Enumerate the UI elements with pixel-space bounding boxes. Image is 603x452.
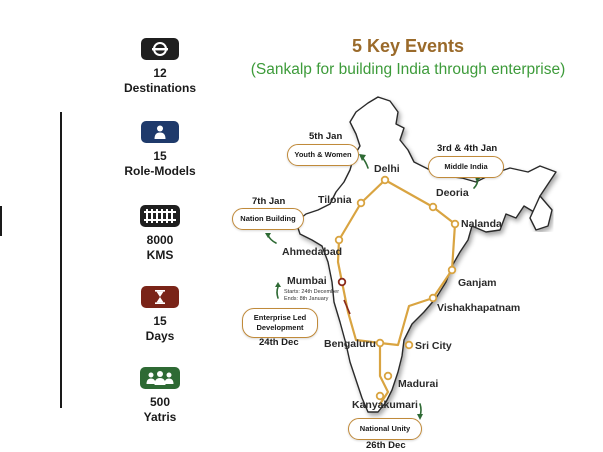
stat-label: Destinations [123, 81, 196, 95]
group-icon [140, 367, 180, 389]
stat-number: 8000 [146, 233, 174, 247]
stat-days: 15 Days [112, 286, 208, 344]
node-deoria [428, 202, 438, 212]
node-nalanda [450, 219, 460, 229]
node-ganjam [447, 265, 457, 275]
node-madurai [383, 371, 393, 381]
stat-destinations: 12 Destinations [112, 38, 208, 96]
stat-yatris: 500 Yatris [112, 367, 208, 425]
city-label-tilonia: Tilonia [318, 194, 352, 206]
arrow-icon [267, 234, 277, 244]
event-youth-women: Youth & Women [287, 144, 359, 166]
stat-label: KMS [146, 248, 174, 262]
hourglass-icon [141, 286, 179, 308]
arrow-icon [276, 286, 279, 299]
stat-number: 12 [153, 66, 167, 80]
city-label-deoria: Deoria [436, 187, 469, 199]
northeast-outline [529, 195, 553, 231]
stat-number: 15 [153, 149, 167, 163]
city-label-delhi: Delhi [374, 163, 400, 175]
event-date-enterprise-led-development: 24th Dec [259, 337, 299, 348]
event-date-national-unity: 26th Dec [366, 440, 406, 451]
stat-number: 15 [153, 314, 167, 328]
arrow-head-icon [417, 414, 423, 420]
node-bengaluru [375, 338, 385, 348]
note-start: Starts: 24th December [284, 289, 340, 295]
stat-label: Yatris [143, 410, 177, 424]
stat-label: Days [145, 329, 175, 343]
event-enterprise-led-development: Enterprise Led Development [242, 308, 318, 338]
train-logo-icon [141, 38, 179, 60]
arrow-head-icon [275, 282, 281, 287]
event-middle-india: Middle India [428, 156, 504, 178]
city-label-ahmedabad: Ahmedabad [282, 246, 343, 258]
city-label-mumbai: Mumbai [287, 275, 327, 287]
edge-divider [0, 206, 2, 236]
city-label-kanyakumari: Kanyakumari [352, 399, 418, 411]
city-label-bengaluru: Bengaluru [324, 338, 376, 350]
note-end: Ends: 8th January [284, 296, 329, 302]
stat-kms: 8000 KMS [112, 205, 208, 263]
event-date-middle-india: 3rd & 4th Jan [437, 143, 498, 154]
city-label-ganjam: Ganjam [458, 277, 497, 289]
stat-role-models: 15 Role-Models [112, 121, 208, 179]
person-icon [141, 121, 179, 143]
stat-label: Role-Models [124, 164, 196, 178]
node-kanyakumari [375, 391, 385, 401]
header: 5 Key Events (Sankalp for building India… [218, 34, 598, 81]
city-label-madurai: Madurai [398, 378, 439, 390]
node-ahmedabad [334, 235, 344, 245]
left-divider [60, 112, 62, 408]
node-tilonia [356, 198, 366, 208]
arrow-head-icon [359, 154, 366, 161]
arrow-head-icon [265, 233, 271, 238]
city-label-sri-city: Sri City [415, 340, 452, 352]
node-mumbai [337, 277, 347, 287]
node-delhi [380, 175, 390, 185]
stat-number: 500 [149, 395, 171, 409]
event-national-unity: National Unity [348, 418, 422, 440]
event-date-nation-building: 7th Jan [252, 196, 286, 207]
mumbai-route-marker [343, 299, 351, 315]
page-subtitle: (Sankalp for building India through ente… [250, 61, 566, 78]
page-title: 5 Key Events [351, 36, 465, 56]
event-nation-building: Nation Building [232, 208, 304, 230]
city-label-vishakhapatnam: Vishakhapatnam [437, 302, 521, 314]
node-sri-city [404, 340, 414, 350]
railway-track-icon [140, 205, 180, 227]
city-label-nalanda: Nalanda [461, 218, 502, 230]
mumbai-dates-note: Starts: 24th December Ends: 8th January [284, 289, 339, 303]
event-date-youth-women: 5th Jan [309, 131, 343, 142]
node-vishakhapatnam [428, 293, 438, 303]
